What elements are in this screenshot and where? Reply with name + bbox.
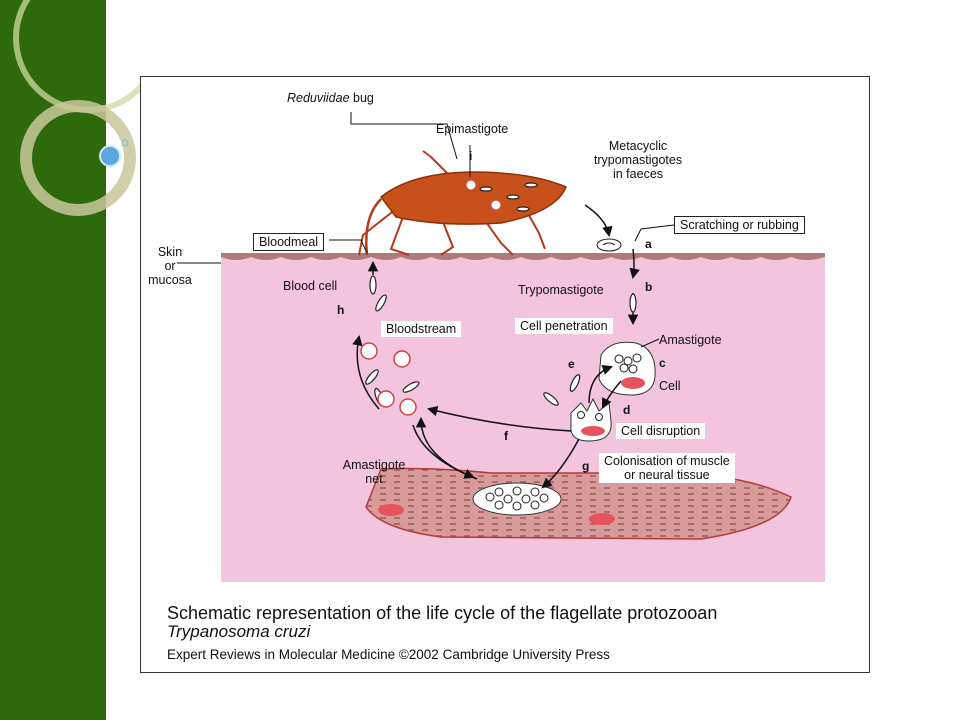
skin-surface <box>221 253 825 260</box>
label-amastigote: Amastigote <box>659 333 722 347</box>
stage-letter-g: g <box>582 459 590 473</box>
caption-title: Schematic representation of the life cyc… <box>167 603 718 623</box>
stage-letter-h: h <box>337 303 345 317</box>
label-trypomastigote: Trypomastigote <box>518 283 604 297</box>
label-skin-or-mucosa: Skin or mucosa <box>148 245 192 287</box>
label-reduviidae-bug: Reduviidae bug <box>287 91 374 105</box>
faeces <box>596 238 622 252</box>
life-cycle-diagram <box>177 112 825 582</box>
muscle-nucleus-left <box>378 504 404 516</box>
stage-letter-b: b <box>645 280 653 294</box>
muscle-tissue <box>365 467 792 540</box>
bug-body <box>379 171 567 225</box>
stage-letter-c: c <box>659 356 666 370</box>
label-cell-penetration: Cell penetration <box>515 318 613 334</box>
caption-source: Expert Reviews in Molecular Medicine ©20… <box>167 647 610 662</box>
label-scratching-or-rubbing: Scratching or rubbing <box>674 216 805 234</box>
label-cell-disruption: Cell disruption <box>616 423 706 439</box>
stage-letter-a: a <box>645 237 652 251</box>
caption-species: Trypanosoma cruzi <box>167 622 311 641</box>
label-bloodstream: Bloodstream <box>381 321 462 337</box>
diagram-figure: Reduviidae bug Epimastigote Metacyclic t… <box>140 76 870 673</box>
green-sidebar <box>0 0 106 720</box>
label-blood-cell: Blood cell <box>283 279 338 293</box>
stage-letter-e: e <box>568 357 575 371</box>
label-epimastigote: Epimastigote <box>436 122 509 136</box>
label-amastigote-net: Amastigote net <box>342 458 406 486</box>
label-colonisation: Colonisation of muscle or neural tissue <box>599 453 735 483</box>
label-metacyclic: Metacyclic trypomastigotes in faeces <box>593 139 683 181</box>
stage-letter-i: i <box>469 149 473 163</box>
blood-cells <box>360 342 417 416</box>
stage-letter-d: d <box>623 403 631 417</box>
stage-letter-f: f <box>504 429 508 443</box>
decorative-circles <box>13 0 140 216</box>
bug-proboscis <box>365 198 382 256</box>
muscle-nucleus-right <box>589 513 615 525</box>
label-bloodmeal: Bloodmeal <box>253 233 325 251</box>
label-cell: Cell <box>659 379 681 393</box>
